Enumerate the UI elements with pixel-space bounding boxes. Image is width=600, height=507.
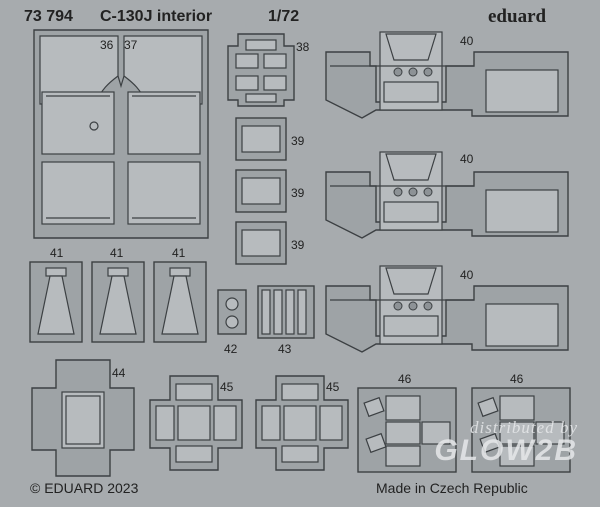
part-41-b <box>91 261 145 343</box>
catalog-number: 73 794 <box>24 8 73 25</box>
part-number-39-c: 39 <box>291 238 305 252</box>
part-number-40-c: 40 <box>460 268 474 282</box>
part-46-a <box>357 387 457 473</box>
part-number-36: 36 <box>100 38 114 52</box>
part-number-46-b: 46 <box>510 372 524 386</box>
part-number-46-a: 46 <box>398 372 412 386</box>
part-number-43: 43 <box>278 342 292 356</box>
distributor-watermark: distributed by GLOW2B <box>434 418 578 468</box>
part-40-b <box>325 151 569 239</box>
part-41-a <box>29 261 83 343</box>
scale-label: 1/72 <box>268 8 300 25</box>
brand-logo: eduard <box>488 6 547 27</box>
part-46-b <box>471 387 571 473</box>
part-36-37 <box>33 29 209 239</box>
part-39-b <box>235 169 287 213</box>
part-number-41-c: 41 <box>172 246 186 260</box>
part-number-45-a: 45 <box>220 380 234 394</box>
part-number-39-b: 39 <box>291 186 305 200</box>
part-44 <box>31 359 135 477</box>
part-45-b <box>255 375 349 471</box>
part-number-41-b: 41 <box>110 246 124 260</box>
origin-text: Made in Czech Republic <box>376 480 528 496</box>
part-number-40-b: 40 <box>460 152 474 166</box>
watermark-logo: GLOW2B <box>434 434 578 467</box>
part-40-c <box>325 265 569 353</box>
part-number-41-a: 41 <box>50 246 64 260</box>
part-43 <box>257 285 315 339</box>
part-number-38: 38 <box>296 40 310 54</box>
part-number-42: 42 <box>224 342 238 356</box>
set-title: C-130J interior <box>100 8 213 25</box>
part-39-a <box>235 117 287 161</box>
watermark-tagline: distributed by <box>470 418 578 437</box>
part-38 <box>227 33 295 107</box>
part-number-37: 37 <box>124 38 138 52</box>
part-41-c <box>153 261 207 343</box>
copyright-text: © EDUARD 2023 <box>30 480 139 496</box>
part-39-c <box>235 221 287 265</box>
part-40-a <box>325 31 569 119</box>
part-45-a <box>149 375 243 471</box>
part-number-39-a: 39 <box>291 134 305 148</box>
part-number-44: 44 <box>112 366 126 380</box>
part-number-40-a: 40 <box>460 34 474 48</box>
part-number-45-b: 45 <box>326 380 340 394</box>
part-42 <box>217 289 247 335</box>
